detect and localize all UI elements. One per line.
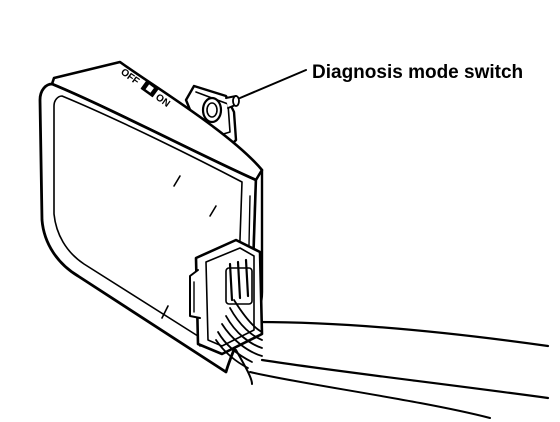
callout-leader-line xyxy=(239,69,307,99)
wire-harness xyxy=(235,320,550,419)
callout-label: Diagnosis mode switch xyxy=(312,62,523,83)
callout: Diagnosis mode switch xyxy=(239,62,523,99)
harness-connector xyxy=(189,238,264,369)
